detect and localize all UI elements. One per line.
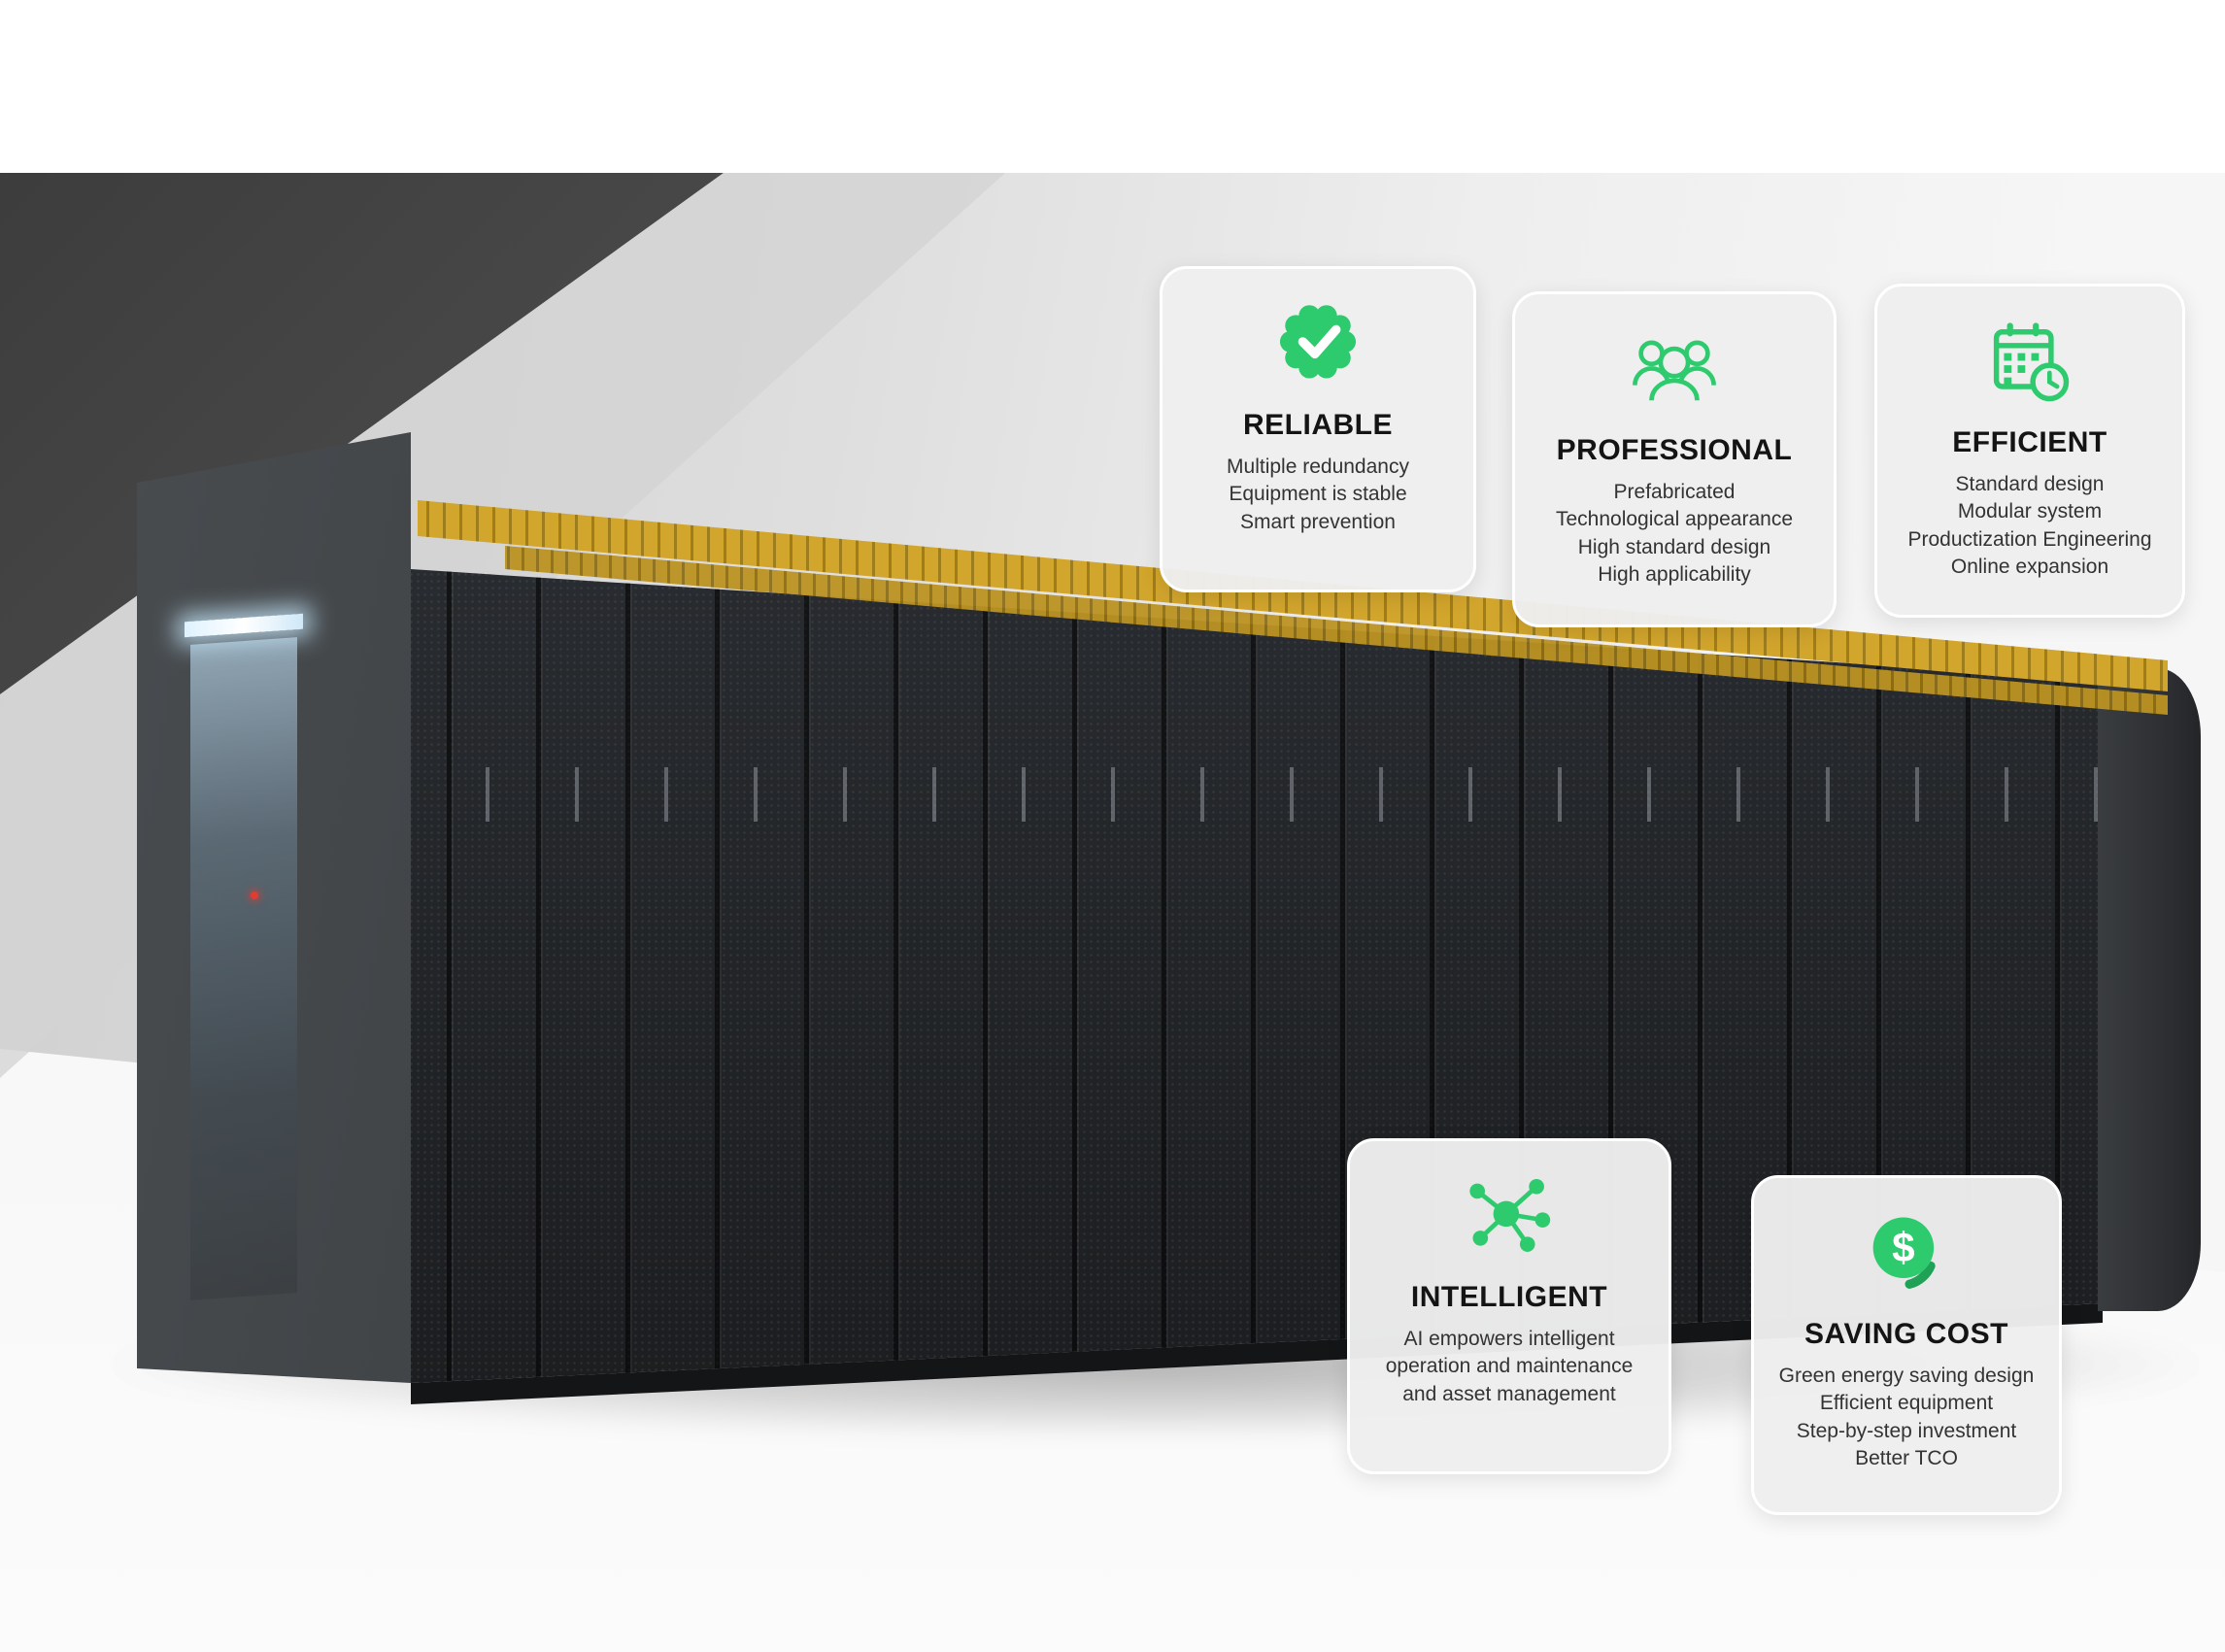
card-line: Equipment is stable [1229,483,1407,506]
card-line: High applicability [1598,563,1751,587]
card-line: operation and maintenance [1385,1355,1634,1378]
card-line: Productization Engineering [1907,527,2152,551]
card-line: Multiple redundancy [1227,455,1409,478]
card-lines: Multiple redundancy Equipment is stable … [1180,454,1456,536]
rack-row-right-end [2098,668,2201,1311]
card-line: Smart prevention [1240,510,1396,533]
card-line: AI empowers intelligent [1403,1328,1615,1350]
card-lines: Green energy saving design Efficient equ… [1771,1363,2041,1472]
card-title: INTELLIGENT [1410,1281,1608,1313]
network-hub-icon [1367,1166,1651,1267]
feature-card-saving-cost: $ SAVING COST Green energy saving design… [1751,1175,2062,1515]
card-line: High standard design [1577,535,1771,558]
card-lines: AI empowers intelligent operation and ma… [1367,1326,1651,1408]
card-line: Efficient equipment [1819,1392,1994,1415]
feature-card-professional: PROFESSIONAL Prefabricated Technological… [1512,291,1837,627]
card-line: Green energy saving design [1778,1365,2035,1387]
check-badge-icon [1180,294,1456,395]
card-lines: Prefabricated Technological appearance H… [1533,479,1816,589]
calendar-clock-icon [1895,312,2165,413]
card-title: PROFESSIONAL [1556,434,1793,466]
card-lines: Standard design Modular system Productiz… [1895,471,2165,581]
card-line: Prefabricated [1613,481,1736,503]
card-line: Step-by-step investment [1796,1419,2017,1442]
card-line: Better TCO [1855,1447,1958,1470]
svg-text:$: $ [1892,1225,1914,1270]
card-title: EFFICIENT [1952,426,2107,458]
people-icon [1533,320,1816,421]
status-led [251,892,258,899]
card-line: Standard design [1955,473,2105,495]
aisle-door-glass [190,637,297,1300]
card-line: Online expansion [1950,556,2109,579]
card-line: Technological appearance [1555,508,1793,531]
feature-card-reliable: RELIABLE Multiple redundancy Equipment i… [1160,266,1476,592]
dollar-coin-icon: $ [1771,1203,2041,1304]
card-line: and asset management [1402,1382,1616,1405]
card-title: RELIABLE [1243,409,1393,441]
feature-card-efficient: EFFICIENT Standard design Modular system… [1874,284,2185,618]
feature-card-intelligent: INTELLIGENT AI empowers intelligent oper… [1347,1138,1671,1474]
card-title: SAVING COST [1804,1318,2008,1350]
card-line: Modular system [1957,500,2103,523]
